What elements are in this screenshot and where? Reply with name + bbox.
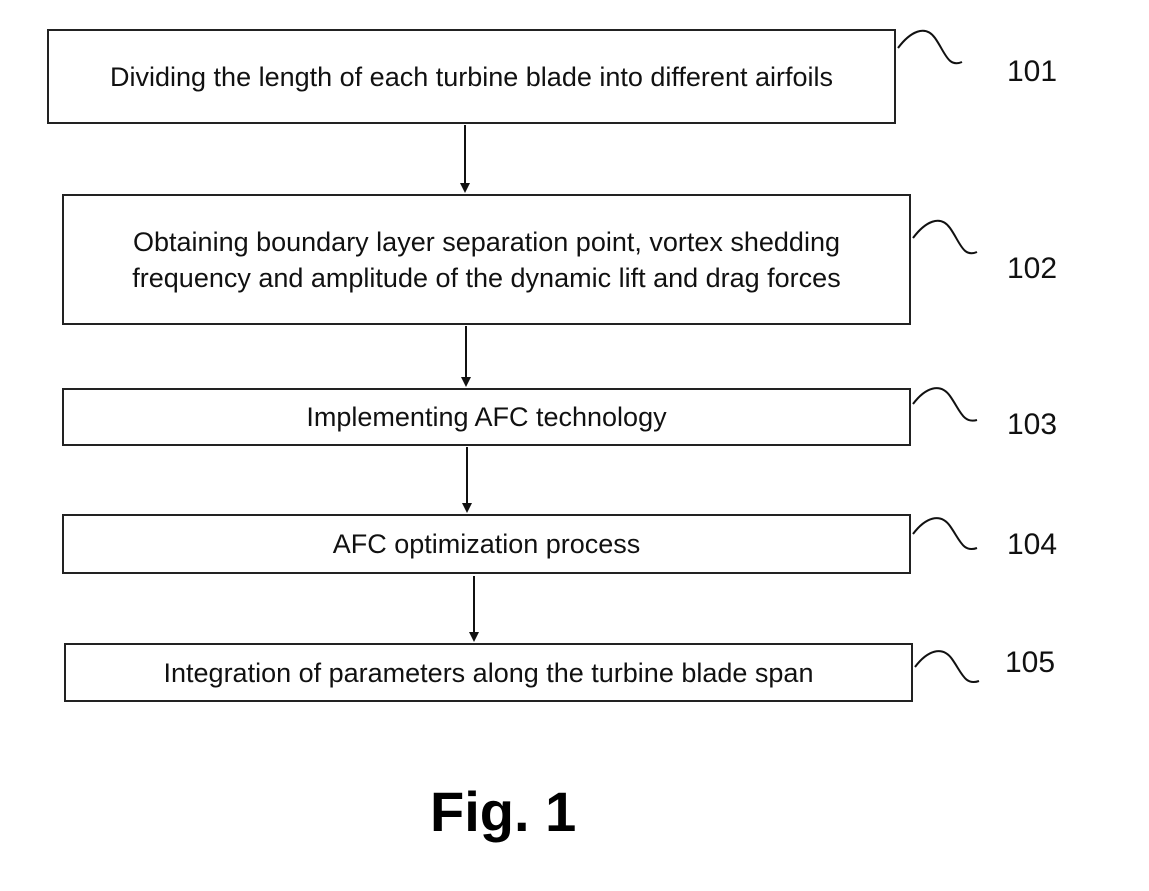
reference-numeral-102: 102 <box>1007 252 1057 286</box>
step-box-104: AFC optimization process <box>62 514 911 574</box>
figure-caption: Fig. 1 <box>430 780 576 844</box>
leader-squiggle-101 <box>898 31 962 64</box>
leader-squiggle-102 <box>913 221 977 254</box>
leader-squiggle-105 <box>915 651 979 682</box>
reference-numeral-104: 104 <box>1007 528 1057 562</box>
reference-numeral-105: 105 <box>1005 646 1055 680</box>
reference-numeral-101: 101 <box>1007 55 1057 89</box>
leader-squiggle-103 <box>913 388 977 421</box>
reference-numeral-103: 103 <box>1007 408 1057 442</box>
step-text-104: AFC optimization process <box>333 526 641 562</box>
step-box-101: Dividing the length of each turbine blad… <box>47 29 896 124</box>
step-text-101: Dividing the length of each turbine blad… <box>110 59 833 95</box>
step-text-105: Integration of parameters along the turb… <box>164 655 814 691</box>
step-text-102: Obtaining boundary layer separation poin… <box>78 224 895 296</box>
step-box-102: Obtaining boundary layer separation poin… <box>62 194 911 325</box>
leader-squiggle-104 <box>913 518 977 549</box>
step-text-103: Implementing AFC technology <box>306 399 666 435</box>
step-box-103: Implementing AFC technology <box>62 388 911 446</box>
step-box-105: Integration of parameters along the turb… <box>64 643 913 702</box>
